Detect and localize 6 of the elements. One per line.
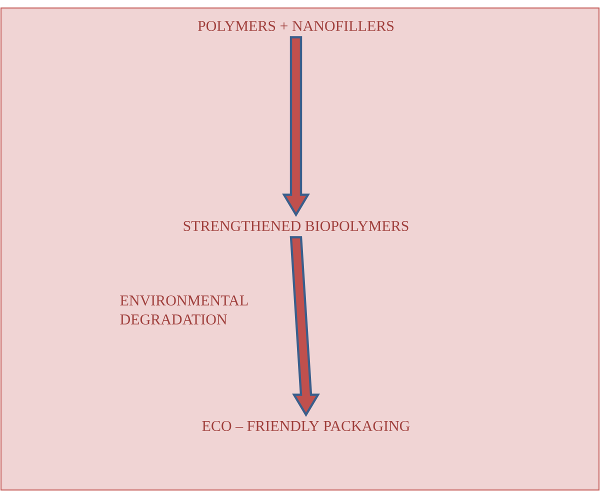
step-text: POLYMERS + NANOFILLERS xyxy=(198,20,394,32)
block-arrow xyxy=(282,36,310,217)
step-text: ECO – FRIENDLY PACKAGING xyxy=(202,420,410,432)
edge-label: ENVIRONMENTAL DEGRADATION xyxy=(120,295,248,325)
block-arrow xyxy=(290,236,320,417)
step-text: STRENGTHENED BIOPOLYMERS xyxy=(184,220,408,232)
